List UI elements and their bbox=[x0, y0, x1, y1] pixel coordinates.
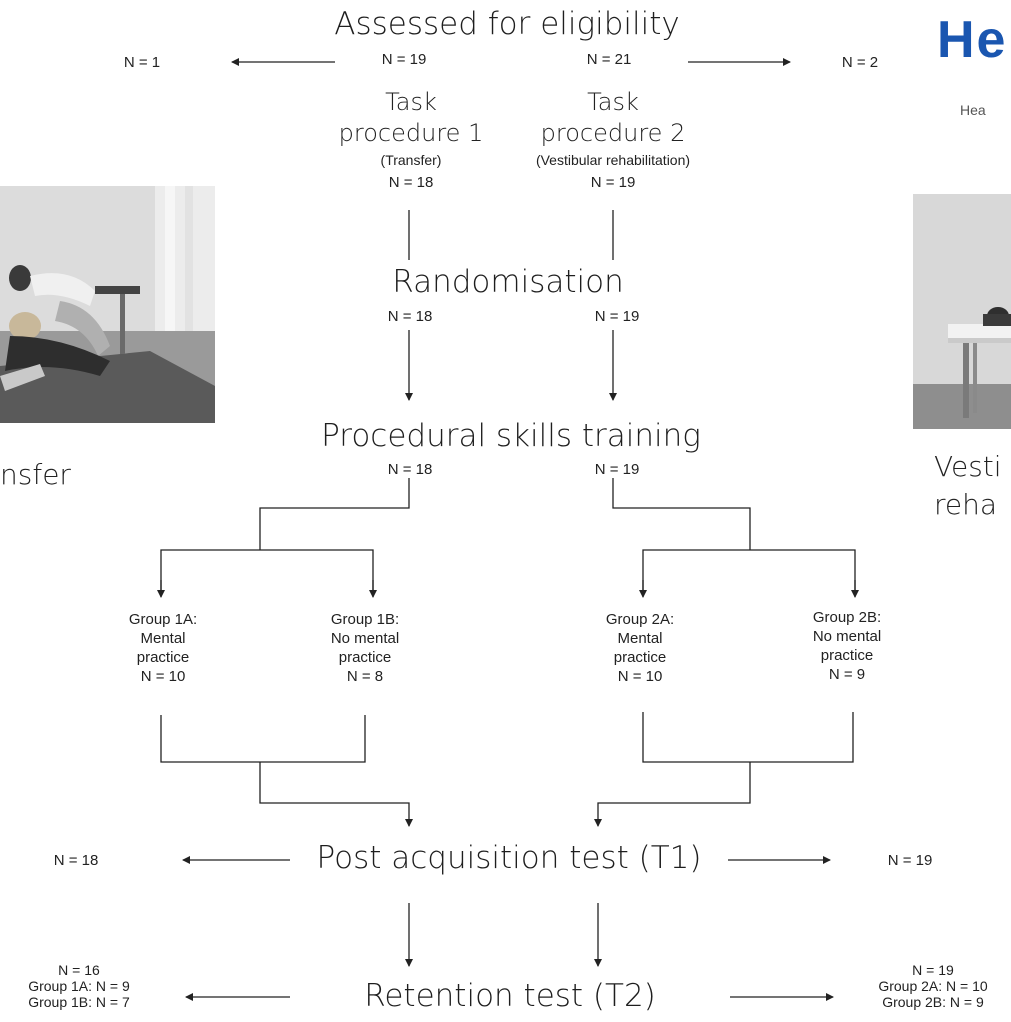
post-test-n-left: N = 18 bbox=[53, 852, 99, 869]
group-1b-n: N = 8 bbox=[346, 668, 384, 685]
caption-vestibular-line1: Vesti bbox=[934, 450, 1002, 483]
excluded-left: N = 1 bbox=[123, 54, 161, 71]
retention-left-group2: Group 1B: N = 7 bbox=[28, 994, 130, 1010]
group-1b-desc1: No mental bbox=[330, 630, 400, 647]
retention-right-group2: Group 2B: N = 9 bbox=[882, 994, 984, 1010]
brand-logo: He bbox=[937, 10, 1007, 70]
post-test-title: Post acquisition test (T1) bbox=[316, 840, 702, 876]
task2-n: N = 19 bbox=[590, 174, 636, 191]
excluded-right: N = 2 bbox=[841, 54, 879, 71]
line-branch-left bbox=[160, 549, 374, 596]
retention-right-summary: N = 19 Group 2A: N = 10 Group 2B: N = 9 bbox=[855, 962, 1011, 1010]
line-merge-right bbox=[642, 712, 854, 763]
group-2b-desc2: practice bbox=[820, 647, 874, 664]
line-merge-left bbox=[160, 715, 366, 763]
group-2a-n: N = 10 bbox=[617, 668, 663, 685]
task1-detail: (Transfer) bbox=[380, 152, 442, 168]
group-1a-n: N = 10 bbox=[140, 668, 186, 685]
group-1a-desc2: practice bbox=[136, 649, 190, 666]
retention-right-group1: Group 2A: N = 10 bbox=[878, 978, 988, 994]
group-2b-label: Group 2B: bbox=[812, 609, 882, 626]
group-1b-label: Group 1B: bbox=[330, 611, 400, 628]
vestibular-rehabilitation-photo bbox=[913, 194, 1011, 429]
retention-left-summary: N = 16 Group 1A: N = 9 Group 1B: N = 7 bbox=[0, 962, 158, 1010]
randomisation-title: Randomisation bbox=[392, 264, 624, 300]
transfer-photo bbox=[0, 186, 215, 423]
group-1a-label: Group 1A: bbox=[128, 611, 198, 628]
task1-line1: Task bbox=[385, 88, 437, 116]
group-2a-desc2: practice bbox=[613, 649, 667, 666]
retention-title: Retention test (T2) bbox=[364, 978, 656, 1014]
group-2b: Group 2B: No mental practice N = 9 bbox=[787, 608, 907, 684]
line-split-right bbox=[612, 478, 751, 550]
group-1a-desc1: Mental bbox=[140, 630, 186, 647]
line-split-left bbox=[259, 478, 410, 550]
brand-logo-text: He bbox=[937, 11, 1008, 69]
task2-detail: (Vestibular rehabilitation) bbox=[535, 152, 691, 168]
group-2b-n: N = 9 bbox=[828, 666, 866, 683]
randomisation-n-right: N = 19 bbox=[594, 308, 640, 325]
post-test-n-right: N = 19 bbox=[887, 852, 933, 869]
brand-tagline: Hea bbox=[960, 102, 986, 118]
group-2a-desc1: Mental bbox=[617, 630, 663, 647]
randomisation-n-left: N = 18 bbox=[387, 308, 433, 325]
training-n-left: N = 18 bbox=[387, 461, 433, 478]
eligibility-n-left: N = 19 bbox=[381, 51, 427, 68]
task2-line2: procedure 2 bbox=[540, 119, 686, 147]
eligibility-title: Assessed for eligibility bbox=[334, 6, 680, 42]
retention-right-n: N = 19 bbox=[912, 962, 954, 978]
group-1b-desc2: practice bbox=[338, 649, 392, 666]
group-2a: Group 2A: Mental practice N = 10 bbox=[580, 610, 700, 686]
eligibility-n-right: N = 21 bbox=[586, 51, 632, 68]
training-n-right: N = 19 bbox=[594, 461, 640, 478]
task1-line2: procedure 1 bbox=[338, 119, 484, 147]
line-branch-right bbox=[642, 549, 856, 596]
task1-n: N = 18 bbox=[388, 174, 434, 191]
task2-line1: Task bbox=[587, 88, 639, 116]
group-1a: Group 1A: Mental practice N = 10 bbox=[103, 610, 223, 686]
group-2b-desc1: No mental bbox=[812, 628, 882, 645]
training-title: Procedural skills training bbox=[321, 418, 701, 454]
caption-transfer: nsfer bbox=[0, 458, 71, 491]
retention-left-group1: Group 1A: N = 9 bbox=[28, 978, 130, 994]
retention-left-n: N = 16 bbox=[58, 962, 100, 978]
group-2a-label: Group 2A: bbox=[605, 611, 675, 628]
caption-vestibular-line2: reha bbox=[934, 488, 998, 521]
group-1b: Group 1B: No mental practice N = 8 bbox=[305, 610, 425, 686]
